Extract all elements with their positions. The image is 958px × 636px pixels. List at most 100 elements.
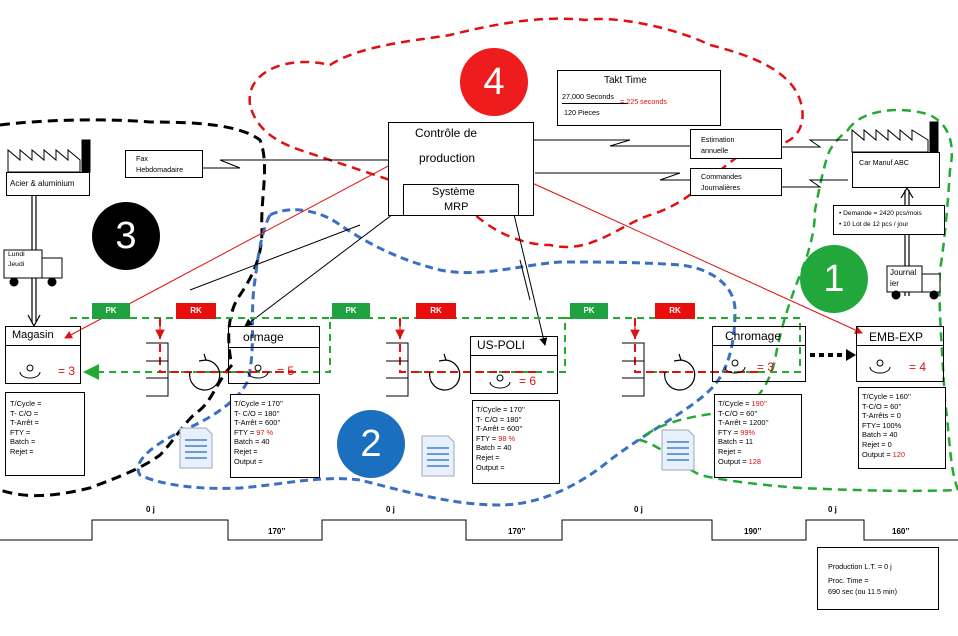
data-line: T-C/O = 60’’ [862,401,902,411]
commandes-box: Commandes Journalières [690,168,782,196]
takt-numerator: 27,000 Seconds [562,92,614,101]
data-line: T-Arrêt = [10,418,39,428]
timeline-bottom-label: 170’’ [508,527,526,536]
data-line: T-C/O = 60’’ [718,408,758,418]
pk-kanban-1: PK [92,303,130,319]
summary-line3: 690 sec (ou 11.5 min) [828,587,897,596]
customer-factory-icon [851,121,939,153]
process-box-chromage: Chromage = 3 [712,326,806,382]
data-line: Rejet = [10,446,34,456]
process-box-formage: ormage = 5 [228,326,320,384]
data-line: T/Cycle = 160’’ [862,392,911,401]
timeline-top-label: 0 j [146,505,155,514]
data-line: FTY = [10,427,31,437]
data-line: T/Cycle = 170’’ [476,405,525,414]
process-inv-magasin: = 3 [58,364,76,378]
rk-kanban-2: RK [416,303,456,319]
data-line: Rejet = [476,452,500,462]
estimation-line2: annuelle [701,146,729,155]
data-line: Output = [476,462,505,472]
supplier-truck-icon [3,249,63,287]
timeline-top-label: 0 j [634,505,643,514]
takt-title: Takt Time [604,75,647,86]
data-line: Output = [234,456,263,466]
fax-line2: Hebdomadaire [136,165,184,174]
rk-kanban-1: RK [176,303,216,319]
kaizen-cloud-3 [0,118,266,498]
supplier-box: Acier & aluminium [6,172,90,196]
data-line: Batch = 11 [718,437,753,447]
pull-circle-1 [189,353,221,391]
pull-circle-3 [664,353,696,391]
document-icons [179,427,695,477]
process-inv-embexp: = 4 [909,360,927,374]
data-box-magasin: T/Cycle = T- C/O = T-Arrêt = FTY = Batch… [5,392,85,476]
data-box-embexp: T/Cycle = 160’’ T-C/O = 60’’ T-Arrêts = … [858,387,946,469]
mrp-title-1: Système [432,186,475,198]
data-line: Batch = 40 [234,437,270,447]
timeline-bottom-label: 170’’ [268,527,286,536]
production-control-box: Contrôle de production Système MRP [388,122,534,216]
data-line: FTY = 97 % [234,427,274,437]
data-line: T- C/O = [10,408,39,418]
customer-box: Car Manuf ABC [852,152,940,188]
data-line: Output = 128 [718,456,761,466]
data-line: Batch = 40 [476,443,512,453]
rk-kanban-3: RK [655,303,695,319]
takt-denominator: 120 Pieces [564,108,600,117]
data-line: FTY= 100% [862,420,902,430]
takt-result: = 225 seconds [620,97,667,106]
control-title-2: production [419,151,476,165]
document-icon-2 [421,435,455,477]
demand-line1: • Demande = 2420 pcs/mois [839,210,922,217]
process-name-uspoli: US-POLI [477,338,526,352]
process-inv-uspoli: = 6 [519,374,537,388]
fax-line1: Fax [136,154,148,163]
mrp-title-2: MRP [444,201,469,213]
data-line: T/Cycle = 190’’ [718,399,767,408]
timeline-bottom-label: 190’’ [744,527,762,536]
data-line: Batch = [10,437,36,447]
takt-time-box: Takt Time 27,000 Seconds 120 Pieces = 22… [557,70,721,126]
data-box-formage: T/Cycle = 170’’ T- C/O = 180’’ T-Arrêt =… [230,394,320,478]
commandes-line2: Journalières [701,183,741,192]
kaizen-cloud-2 [136,208,737,507]
kaizen-badge-2: 2 [337,410,405,478]
customer-demand-box: • Demande = 2420 pcs/mois • 10 Lot de 12… [833,205,945,235]
operator-icons [19,359,891,389]
process-box-embexp: EMB-EXP = 4 [856,326,944,382]
process-name-embexp: EMB-EXP [869,330,924,344]
estimation-box: Estimation annuelle [690,129,782,159]
estimation-line1: Estimation [701,135,735,144]
timeline [0,519,958,541]
data-line: T-Arrêt = 600’’ [234,418,281,428]
summary-line1: Production L.T. = 0 j [828,562,892,571]
data-line: Batch = 40 [862,430,898,440]
supplier-truck-day1: Lundi [8,251,25,258]
supermarket-rack-3 [622,342,645,397]
supplier-label: Acier & aluminium [10,179,75,188]
data-line: Rejet = [234,446,258,456]
supplier-truck-day2: Jeudi [8,261,25,268]
document-icon-1 [179,427,213,469]
timeline-top-label: 0 j [828,505,837,514]
kaizen-cloud-1 [637,108,958,493]
data-line: Rejet = [718,446,742,456]
data-line: Output = 120 [862,449,905,459]
process-box-uspoli: US-POLI = 6 [470,336,558,394]
data-line: T- C/O = 180’’ [234,408,280,418]
commandes-line1: Commandes [701,172,742,181]
process-name-magasin: Magasin [12,329,54,341]
fax-box: Fax Hebdomadaire [125,150,203,178]
pk-kanban-2: PK [332,303,370,319]
data-box-chromage: T/Cycle = 190’’ T-C/O = 60’’ T-Arrêt = 1… [714,394,802,478]
customer-truck-line2: ier [890,279,899,288]
process-inv-formage: = 5 [277,364,295,378]
demand-line2: • 10 Lot de 12 pcs / jour [839,221,909,228]
data-line: FTY = 99% [718,427,756,437]
pk-kanban-3: PK [570,303,608,319]
data-line: T/Cycle = 170’’ [234,399,283,408]
data-line: T-Arrêt = 1200’’ [718,418,769,428]
data-line: T/Cycle = [10,399,42,408]
summary-line2: Proc. Time = [828,576,869,585]
